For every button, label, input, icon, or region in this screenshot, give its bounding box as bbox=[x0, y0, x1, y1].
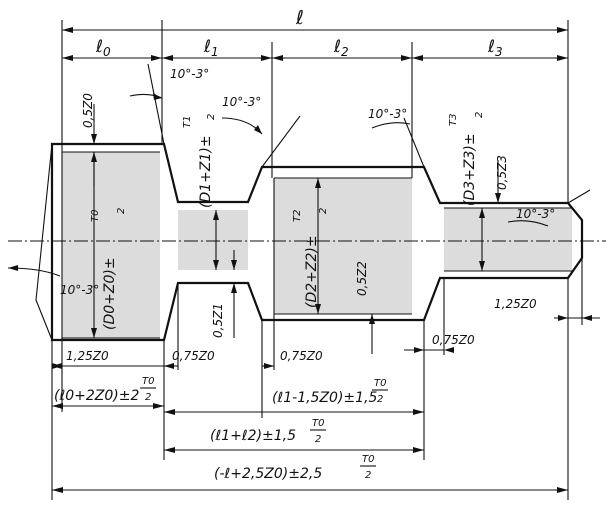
angle-3: 10°-3° bbox=[368, 107, 407, 121]
allowance-z1: 0,5Z1 bbox=[211, 250, 237, 338]
length-b4: (-ℓ+2,5Z0)±2,5 T0 2 bbox=[52, 454, 568, 493]
svg-text:2: 2 bbox=[365, 470, 371, 481]
finished-part-shading bbox=[62, 152, 572, 338]
l3-label: ℓ3 bbox=[487, 37, 503, 59]
svg-text:2: 2 bbox=[474, 112, 485, 118]
finished-outline bbox=[61, 151, 572, 339]
diameter-d1: (D1+Z1)± T1 2 bbox=[182, 114, 219, 270]
length-b3: (ℓ1+ℓ2)±1,5 T0 2 bbox=[164, 418, 424, 453]
svg-text:2: 2 bbox=[377, 394, 383, 405]
step-075-2: 0,75Z0 bbox=[280, 349, 323, 363]
l2-label: ℓ2 bbox=[333, 37, 349, 59]
svg-text:T0: T0 bbox=[90, 210, 101, 222]
svg-text:T3: T3 bbox=[448, 114, 459, 126]
l1-label: ℓ1 bbox=[203, 37, 219, 59]
svg-text:(D2+Z2)±: (D2+Z2)± bbox=[304, 235, 320, 308]
step-075-1: 0,75Z0 bbox=[172, 349, 215, 363]
left-step-label: 1,25Z0 bbox=[66, 349, 109, 363]
svg-text:(ℓ1+ℓ2)±1,5: (ℓ1+ℓ2)±1,5 bbox=[210, 428, 296, 444]
dimension-l: ℓ bbox=[62, 7, 568, 33]
allowance-z2: 0,5Z2 bbox=[355, 261, 375, 354]
svg-text:T0: T0 bbox=[362, 454, 374, 465]
dimension-l0-l3: ℓ0 ℓ1 ℓ2 ℓ3 bbox=[62, 37, 568, 61]
angle-4: 10°-3° bbox=[516, 207, 555, 221]
allowance-z3: 0,5Z3 bbox=[495, 155, 509, 203]
l0-label: ℓ0 bbox=[95, 37, 111, 59]
allowance-z0: 0,5Z0 bbox=[81, 93, 97, 186]
svg-text:2: 2 bbox=[116, 208, 127, 214]
svg-text:2: 2 bbox=[315, 434, 321, 445]
svg-text:0,5Z3: 0,5Z3 bbox=[495, 155, 509, 190]
svg-text:T0: T0 bbox=[142, 376, 154, 387]
diameter-d3: (D3+Z3)± T3 2 bbox=[448, 112, 485, 271]
svg-text:0,5Z2: 0,5Z2 bbox=[355, 261, 369, 296]
total-length-label: ℓ bbox=[295, 7, 304, 29]
svg-text:T0: T0 bbox=[312, 418, 324, 429]
right-step-label: 1,25Z0 bbox=[494, 297, 537, 311]
svg-text:(D1+Z1)±: (D1+Z1)± bbox=[198, 135, 214, 208]
chamfer-left bbox=[35, 143, 53, 341]
svg-text:(-ℓ+2,5Z0)±2,5: (-ℓ+2,5Z0)±2,5 bbox=[214, 466, 322, 482]
svg-text:2: 2 bbox=[206, 114, 217, 120]
svg-text:(D3+Z3)±: (D3+Z3)± bbox=[462, 133, 478, 206]
extension-lines bbox=[51, 20, 583, 500]
angle-2: 10°-3° bbox=[222, 95, 261, 109]
diameter-d2: (D2+Z2)± T2 2 bbox=[292, 178, 329, 314]
svg-text:(ℓ0+2Z0)±2: (ℓ0+2Z0)±2 bbox=[54, 388, 139, 404]
svg-text:T0: T0 bbox=[374, 378, 386, 389]
svg-text:0,5Z1: 0,5Z1 bbox=[211, 303, 225, 338]
svg-text:T2: T2 bbox=[292, 210, 303, 222]
svg-text:T1: T1 bbox=[182, 116, 193, 128]
length-b1: (ℓ0+2Z0)±2 T0 2 bbox=[52, 376, 164, 409]
svg-text:0,5Z0: 0,5Z0 bbox=[81, 93, 95, 128]
angle-5: 10°-3° bbox=[60, 283, 99, 297]
angle-callouts: 10°-3° 10°-3° 10°-3° 10°-3° 10°-3° bbox=[7, 63, 591, 297]
step-075-3: 0,75Z0 bbox=[432, 333, 475, 347]
svg-text:2: 2 bbox=[145, 392, 151, 403]
angle-1: 10°-3° bbox=[170, 67, 209, 81]
length-b2: (ℓ1-1,5Z0)±1,5 T0 2 bbox=[164, 378, 424, 415]
svg-text:(D0+Z0)±: (D0+Z0)± bbox=[102, 257, 118, 330]
svg-text:(ℓ1-1,5Z0)±1,5: (ℓ1-1,5Z0)±1,5 bbox=[272, 390, 378, 406]
step-allowances: 1,25Z0 0,75Z0 0,75Z0 0,75Z0 1,25Z0 bbox=[52, 297, 600, 369]
svg-text:2: 2 bbox=[318, 208, 329, 214]
